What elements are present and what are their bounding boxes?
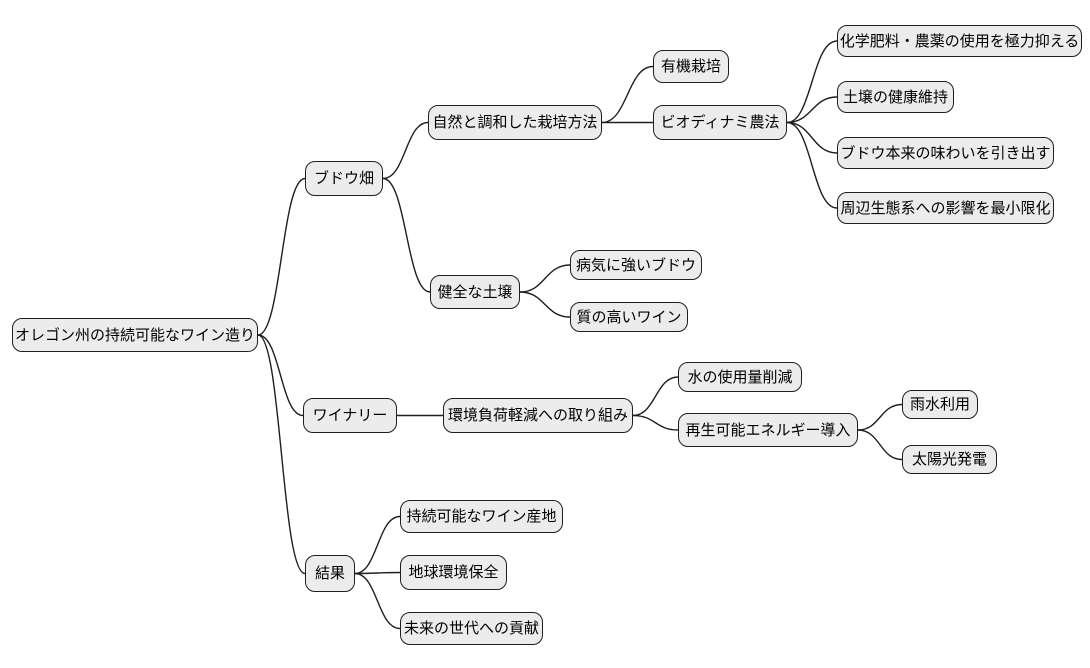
edge-biodynamic-limit-chemicals bbox=[786, 40, 838, 124]
node-healthy-soil: 健全な土壌 bbox=[430, 275, 520, 309]
edge-root-vineyard bbox=[257, 177, 306, 336]
node-sustainable-region: 持続可能なワイン産地 bbox=[400, 500, 563, 533]
node-grape-flavor: ブドウ本来の味わいを引き出す bbox=[837, 137, 1054, 169]
edge-renewable-energy-solar-power bbox=[857, 429, 903, 461]
node-water-reduction: 水の使用量削減 bbox=[678, 362, 802, 392]
node-ecosystem-impact: 周辺生態系への影響を最小限化 bbox=[837, 192, 1054, 224]
node-biodynamic: ビオディナミ農法 bbox=[653, 105, 787, 140]
edge-root-winery bbox=[257, 334, 304, 417]
node-future-generations: 未来の世代への貢献 bbox=[400, 612, 543, 645]
node-solar-power: 太陽光発電 bbox=[902, 445, 997, 474]
edge-env-load-reduction-water-reduction bbox=[632, 376, 679, 417]
node-harmony-methods: 自然と調和した栽培方法 bbox=[428, 105, 602, 140]
edge-results-sustainable-region bbox=[354, 515, 401, 575]
node-soil-health: 土壌の健康維持 bbox=[837, 81, 954, 113]
node-results: 結果 bbox=[305, 555, 355, 592]
edge-vineyard-harmony-methods bbox=[382, 121, 429, 180]
edge-biodynamic-ecosystem-impact bbox=[786, 121, 838, 209]
edge-renewable-energy-rainwater-use bbox=[857, 403, 903, 431]
edge-biodynamic-soil-health bbox=[786, 96, 838, 124]
edge-results-future-generations bbox=[354, 572, 401, 630]
edge-env-load-reduction-renewable-energy bbox=[632, 414, 679, 431]
edge-root-results bbox=[257, 334, 306, 575]
node-vineyard: ブドウ畑 bbox=[305, 161, 383, 196]
node-winery: ワイナリー bbox=[303, 398, 397, 433]
node-renewable-energy: 再生可能エネルギー導入 bbox=[678, 413, 858, 447]
node-global-env: 地球環境保全 bbox=[400, 555, 507, 590]
edge-healthy-soil-quality-wine bbox=[519, 291, 571, 318]
edge-biodynamic-grape-flavor bbox=[786, 121, 838, 154]
edge-healthy-soil-disease-resistant bbox=[519, 264, 571, 293]
node-quality-wine: 質の高いワイン bbox=[570, 302, 688, 332]
edge-vineyard-healthy-soil bbox=[382, 177, 431, 293]
node-organic-farming: 有機栽培 bbox=[653, 50, 729, 83]
node-limit-chemicals: 化学肥料・農薬の使用を極力抑える bbox=[837, 25, 1082, 57]
node-disease-resistant: 病気に強いブドウ bbox=[570, 250, 702, 280]
node-env-load-reduction: 環境負荷軽減への取り組み bbox=[443, 398, 633, 433]
edge-results-global-env bbox=[354, 571, 401, 575]
edge-harmony-methods-organic-farming bbox=[601, 65, 654, 124]
node-rainwater-use: 雨水利用 bbox=[902, 390, 978, 419]
node-root: オレゴン州の持続可能なワイン造り bbox=[12, 318, 258, 352]
